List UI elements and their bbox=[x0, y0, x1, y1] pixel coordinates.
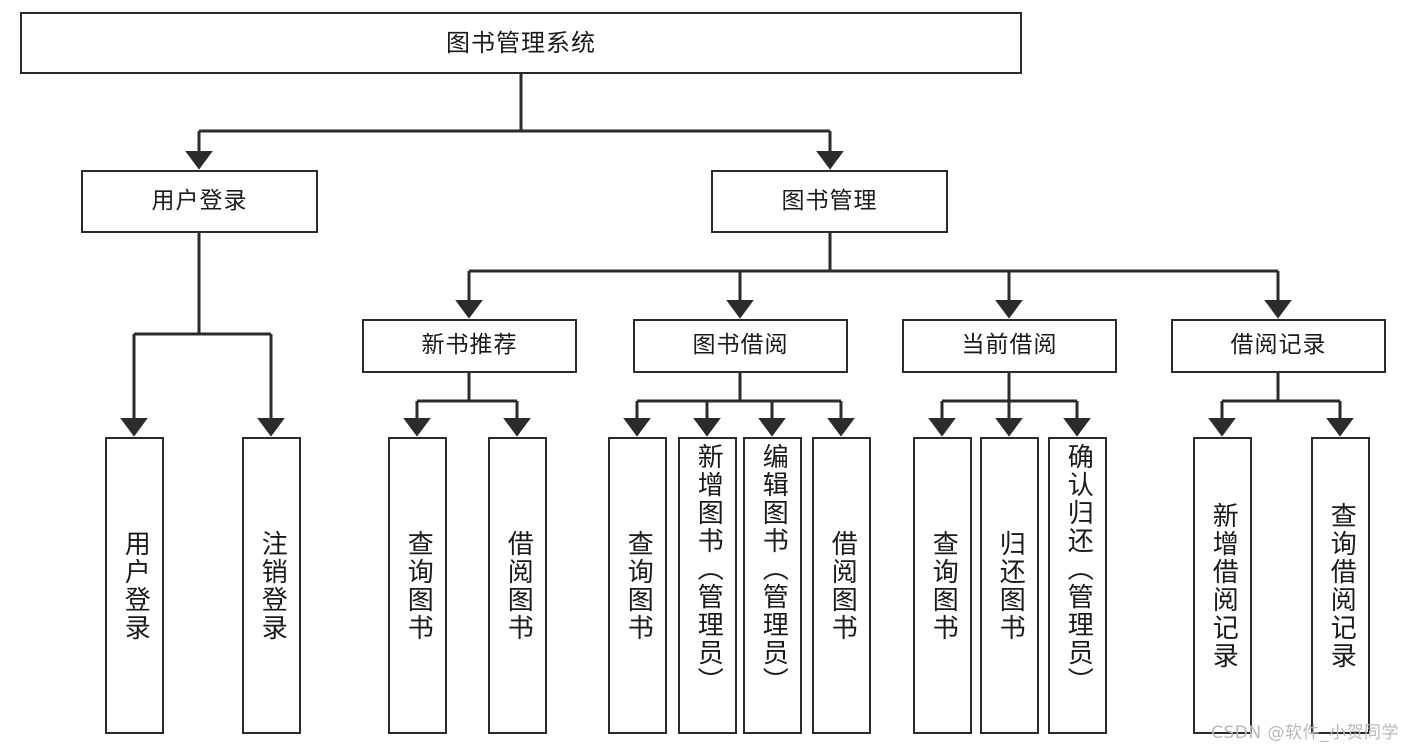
leaf-current-borrow-query-label: 查询图书 bbox=[928, 529, 959, 642]
leaf-user-login-logout-label: 注销登录 bbox=[257, 529, 288, 642]
leaf-current-borrow-confirm[interactable]: 确认归还（管理员） bbox=[1048, 437, 1107, 734]
node-borrow-record[interactable]: 借阅记录 bbox=[1171, 319, 1386, 373]
node-user-login[interactable]: 用户登录 bbox=[81, 170, 318, 233]
node-book-manage[interactable]: 图书管理 bbox=[711, 170, 948, 233]
csdn-watermark: CSDN @软件_小贺同学 bbox=[1211, 723, 1399, 743]
leaf-current-borrow-query[interactable]: 查询图书 bbox=[913, 437, 972, 734]
node-root-system-label: 图书管理系统 bbox=[446, 28, 596, 57]
leaf-current-borrow-confirm-label: 确认归还（管理员） bbox=[1063, 443, 1094, 695]
node-borrow-record-label: 借阅记录 bbox=[1230, 332, 1327, 359]
leaf-book-borrow-borrow[interactable]: 借阅图书 bbox=[812, 437, 871, 734]
leaf-new-book-query[interactable]: 查询图书 bbox=[388, 437, 447, 734]
leaf-new-book-query-label: 查询图书 bbox=[403, 529, 434, 642]
leaf-book-borrow-edit[interactable]: 编辑图书（管理员） bbox=[743, 437, 802, 734]
node-current-borrow[interactable]: 当前借阅 bbox=[902, 319, 1117, 373]
leaf-user-login-login-label: 用户登录 bbox=[120, 529, 151, 642]
leaf-book-borrow-borrow-label: 借阅图书 bbox=[827, 529, 858, 642]
leaf-borrow-record-add[interactable]: 新增借阅记录 bbox=[1193, 437, 1252, 734]
leaf-borrow-record-query[interactable]: 查询借阅记录 bbox=[1311, 437, 1370, 734]
node-current-borrow-label: 当前借阅 bbox=[961, 332, 1058, 359]
node-book-borrow[interactable]: 图书借阅 bbox=[633, 319, 848, 373]
leaf-borrow-record-add-label: 新增借阅记录 bbox=[1208, 501, 1239, 670]
leaf-book-borrow-edit-label: 编辑图书（管理员） bbox=[758, 443, 789, 695]
leaf-book-borrow-add-label: 新增图书（管理员） bbox=[693, 443, 724, 695]
node-book-borrow-label: 图书借阅 bbox=[692, 332, 789, 359]
node-new-book-recommend[interactable]: 新书推荐 bbox=[362, 319, 577, 373]
leaf-current-borrow-return[interactable]: 归还图书 bbox=[980, 437, 1039, 734]
leaf-current-borrow-return-label: 归还图书 bbox=[995, 529, 1026, 642]
leaf-new-book-borrow[interactable]: 借阅图书 bbox=[488, 437, 547, 734]
leaf-user-login-login[interactable]: 用户登录 bbox=[105, 437, 164, 734]
leaf-borrow-record-query-label: 查询借阅记录 bbox=[1326, 501, 1357, 670]
node-book-manage-label: 图书管理 bbox=[781, 187, 878, 214]
leaf-book-borrow-query-label: 查询图书 bbox=[623, 529, 654, 642]
leaf-book-borrow-add[interactable]: 新增图书（管理员） bbox=[678, 437, 737, 734]
node-new-book-recommend-label: 新书推荐 bbox=[421, 332, 518, 359]
node-user-login-label: 用户登录 bbox=[151, 187, 248, 214]
leaf-book-borrow-query[interactable]: 查询图书 bbox=[608, 437, 667, 734]
node-root-system[interactable]: 图书管理系统 bbox=[20, 12, 1022, 74]
leaf-user-login-logout[interactable]: 注销登录 bbox=[242, 437, 301, 734]
leaf-new-book-borrow-label: 借阅图书 bbox=[503, 529, 534, 642]
